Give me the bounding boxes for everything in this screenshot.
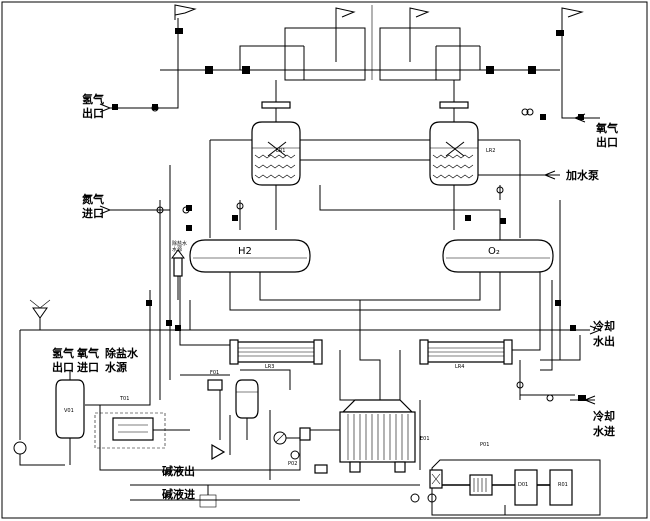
svg-text:LR2: LR2 bbox=[486, 148, 495, 154]
label-hydrogen-outlet: 氢气 出口 bbox=[82, 92, 104, 120]
svg-text:冷却: 冷却 bbox=[593, 409, 615, 423]
o2-separator-label: O₂ bbox=[488, 246, 500, 257]
top-vent-section bbox=[110, 4, 600, 119]
label-bottom-oxygen-inlet: 氧气 进口 bbox=[76, 346, 99, 374]
h2-heat-exchanger bbox=[229, 339, 323, 365]
svg-text:除盐水: 除盐水 bbox=[172, 240, 187, 247]
demin-water-inlet bbox=[171, 249, 185, 300]
column-piping bbox=[209, 80, 540, 240]
svg-text:水出: 水出 bbox=[593, 334, 615, 348]
gas-cooler-vessel bbox=[235, 379, 259, 440]
svg-text:氧气: 氧气 bbox=[76, 346, 99, 360]
o2-scrubber-column bbox=[429, 101, 479, 186]
svg-text:水源: 水源 bbox=[105, 360, 127, 374]
power-supply-equipment bbox=[410, 459, 601, 516]
lower-piping bbox=[100, 165, 595, 501]
svg-text:LR3: LR3 bbox=[265, 364, 274, 370]
svg-text:LR4: LR4 bbox=[455, 364, 464, 370]
flow-arrows bbox=[99, 103, 602, 405]
svg-text:进口: 进口 bbox=[77, 360, 99, 374]
label-bottom-hydrogen-outlet: 氢气 出口 bbox=[52, 346, 74, 374]
label-alkali-outlet: 碱液出 bbox=[162, 464, 195, 478]
svg-text:F01: F01 bbox=[210, 370, 219, 376]
svg-text:R01: R01 bbox=[558, 482, 568, 488]
label-nitrogen-inlet: 氮气 进口 bbox=[82, 192, 104, 220]
o2-heat-exchanger bbox=[419, 339, 513, 365]
svg-text:P01: P01 bbox=[480, 442, 489, 448]
label-demin-water: 除盐水 水源 bbox=[172, 240, 187, 253]
alkali-tank-area bbox=[13, 299, 190, 471]
svg-text:氮气: 氮气 bbox=[82, 192, 104, 206]
tag-text: LR1 LR2 LR3 LR4 E01 P01 D01 R01 V01 T01 … bbox=[64, 148, 568, 488]
svg-text:D01: D01 bbox=[518, 482, 528, 488]
svg-text:水源: 水源 bbox=[172, 246, 182, 253]
instrument-circles bbox=[156, 108, 554, 402]
svg-text:出口: 出口 bbox=[82, 106, 104, 120]
h2-scrubber-column bbox=[251, 101, 301, 186]
label-demin-water-source: 除盐水 水源 bbox=[105, 346, 139, 374]
svg-text:除盐水: 除盐水 bbox=[105, 346, 139, 360]
svg-text:LR1: LR1 bbox=[276, 148, 285, 154]
svg-text:E01: E01 bbox=[420, 436, 430, 442]
h2-separator-drum: H2 bbox=[189, 239, 311, 273]
label-cooling-water-in: 冷却 水进 bbox=[593, 409, 615, 438]
electrolyzer-stack bbox=[339, 399, 416, 473]
label-alkali-inlet: 碱液进 bbox=[162, 487, 195, 501]
svg-text:V01: V01 bbox=[64, 408, 74, 414]
svg-text:出口: 出口 bbox=[596, 135, 618, 149]
svg-text:进口: 进口 bbox=[82, 206, 104, 220]
svg-text:P02: P02 bbox=[288, 461, 297, 467]
o2-separator-drum: O₂ bbox=[442, 239, 554, 273]
svg-text:出口: 出口 bbox=[52, 360, 74, 374]
filter-and-pump bbox=[199, 379, 328, 508]
svg-text:冷却: 冷却 bbox=[593, 319, 615, 333]
svg-text:T01: T01 bbox=[119, 396, 129, 402]
svg-text:氢气: 氢气 bbox=[52, 346, 74, 360]
svg-text:水进: 水进 bbox=[593, 424, 615, 438]
svg-text:氧气: 氧气 bbox=[595, 121, 618, 135]
valves-instruments bbox=[112, 104, 586, 401]
label-cooling-water-out: 冷却 水出 bbox=[593, 319, 615, 348]
label-oxygen-outlet: 氧气 出口 bbox=[595, 121, 618, 149]
label-water-pump: 加水泵 bbox=[565, 168, 599, 182]
svg-text:氢气: 氢气 bbox=[82, 92, 104, 106]
h2-separator-label: H2 bbox=[238, 246, 252, 257]
